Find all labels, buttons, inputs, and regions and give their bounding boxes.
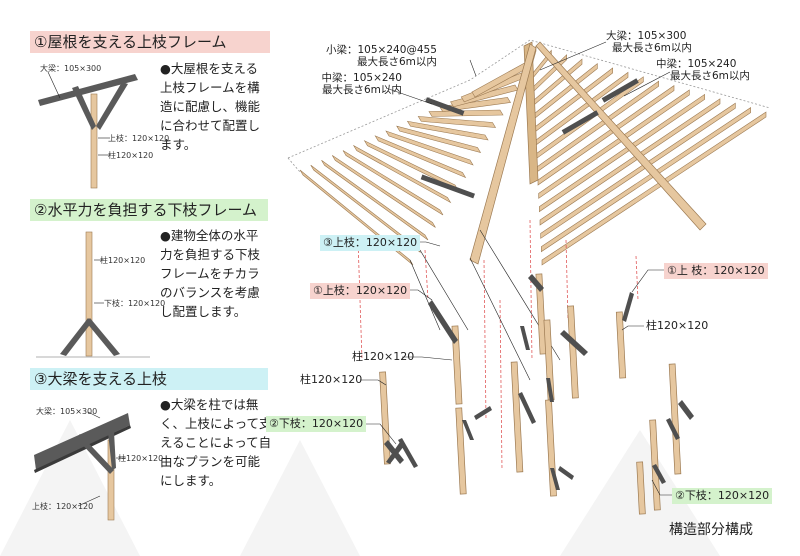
big-beam-spec: 大梁：105×300: [606, 30, 687, 42]
roof-joist: [541, 107, 751, 253]
roof-joist: [342, 150, 444, 216]
roof-joist: [538, 89, 690, 199]
section2-desc-line: し配置します。: [160, 304, 247, 319]
section1-illustration: [38, 71, 138, 189]
mid-beam-left-label: 中梁：105×240 最大長さ6m以内: [296, 72, 402, 96]
mid-beam-left-spec: 中梁：105×240: [321, 72, 402, 84]
posts: [379, 273, 682, 515]
small-beam-spec: 小梁：105×240@455: [326, 44, 437, 56]
section3-beam-label: 大梁：105×300: [36, 407, 98, 416]
projection-lines: [357, 219, 639, 471]
roof-joist: [539, 98, 721, 226]
section2-desc-line: ●建物全体の水平: [160, 228, 259, 243]
section3-branch-label: 上枝：120×120: [32, 502, 94, 511]
tag-upper-branch-1-right: ①上 枝：120×120: [664, 263, 768, 279]
steel-branches: [384, 274, 694, 490]
section3-heading: ③大梁を支える上枝: [30, 368, 268, 390]
roof-joist: [439, 97, 511, 112]
roof-joist: [428, 109, 504, 117]
tag-lower-branch-2-left: ②下枝：120×120: [266, 416, 367, 432]
small-beam-length: 最大長さ6m以内: [357, 56, 437, 68]
section2-desc-line: 力を負担する下枝: [160, 247, 261, 262]
section1-desc-line: 造に配慮し、機能: [160, 99, 261, 114]
roof-joist: [540, 102, 736, 239]
roof-connectors: [420, 78, 639, 199]
roof-joist: [331, 155, 436, 228]
roof-joist: [417, 116, 497, 128]
section1-beam-label: 大梁：105×300: [40, 64, 102, 73]
section2-branch-label: 下枝：120×120: [104, 299, 166, 308]
section1-desc-line: ます。: [160, 137, 197, 152]
section3-illustration: [34, 411, 131, 521]
ridge-beams: [469, 41, 707, 265]
roof-left-joists: [299, 59, 534, 266]
roof-joist: [385, 130, 474, 166]
section1-desc-line: に合わせて配置し: [160, 118, 261, 133]
post-label-left-lower: 柱120×120: [300, 373, 363, 386]
section2-post-label: 柱120×120: [100, 256, 146, 265]
tag-upper-branch-3: ③上枝：120×120: [320, 235, 421, 251]
roof-outline: [287, 39, 771, 173]
section3-desc-line: 由なプランを可能: [160, 454, 261, 469]
roof-joist: [539, 93, 705, 213]
section3-description: ●大梁を柱では無 く、上枝によって支 えることによって自 由なプランを可能 にし…: [160, 395, 272, 490]
tag-leaders: [360, 41, 672, 496]
section1-desc-line: 上枝フレームを構: [160, 80, 260, 95]
big-beam-length: 最大長さ6m以内: [612, 42, 692, 54]
section1-description: ●大屋根を支える 上枝フレームを構 造に配慮し、機能 に合わせて配置し ます。: [160, 59, 272, 154]
section3-post-label: 柱120×120: [118, 454, 164, 463]
section3-desc-line: ●大梁を柱では無: [160, 397, 259, 412]
section1-post-label: 柱120×120: [108, 151, 154, 160]
post-label-left-upper: 柱120×120: [352, 350, 415, 363]
big-beam-label: 大梁：105×300 最大長さ6m以内: [606, 30, 692, 54]
section1-desc-line: ●大屋根を支える: [160, 61, 259, 76]
section2-description: ●建物全体の水平 力を負担する下枝 フレームをチカラ のバランスを考慮 し配置し…: [160, 226, 272, 321]
roof-joist: [396, 125, 482, 153]
roof-joist: [321, 160, 429, 241]
mid-beam-right-length: 最大長さ6m以内: [670, 70, 750, 82]
mid-beam-left-length: 最大長さ6m以内: [322, 84, 402, 96]
section3-desc-line: えることによって自: [160, 435, 272, 450]
tag-lower-branch-2-right: ②下枝：120×120: [672, 488, 773, 504]
section1-heading: ①屋根を支える上枝フレーム: [30, 31, 270, 53]
section2-heading: ②水平力を負担する下枝フレーム: [30, 199, 268, 221]
section1-branch-label: 上枝：120×120: [108, 134, 170, 143]
tag-upper-branch-1-left: ①上枝：120×120: [310, 283, 411, 299]
section2-desc-line: フレームをチカラ: [160, 266, 260, 281]
section3-desc-line: く、上枝によって支: [160, 416, 272, 431]
small-beam-label: 小梁：105×240@455 最大長さ6m以内: [326, 44, 437, 68]
mid-beam-right-spec: 中梁：105×240: [656, 58, 737, 70]
figure-caption: 構造部分構成: [669, 522, 753, 538]
section2-illustration: [36, 231, 150, 358]
section3-desc-line: にします。: [160, 473, 222, 488]
roof-right-joists: [531, 45, 767, 266]
roof-joist: [406, 120, 489, 141]
roof-joist: [352, 144, 452, 204]
roof-joist: [537, 85, 675, 186]
roof-joist: [310, 164, 421, 253]
roof-joist: [374, 135, 467, 179]
mid-beam-right-label: 中梁：105×240 最大長さ6m以内: [656, 58, 750, 82]
roof-joist: [541, 111, 767, 266]
section2-desc-line: のバランスを考慮: [160, 285, 260, 300]
post-label-right: 柱120×120: [646, 319, 709, 332]
